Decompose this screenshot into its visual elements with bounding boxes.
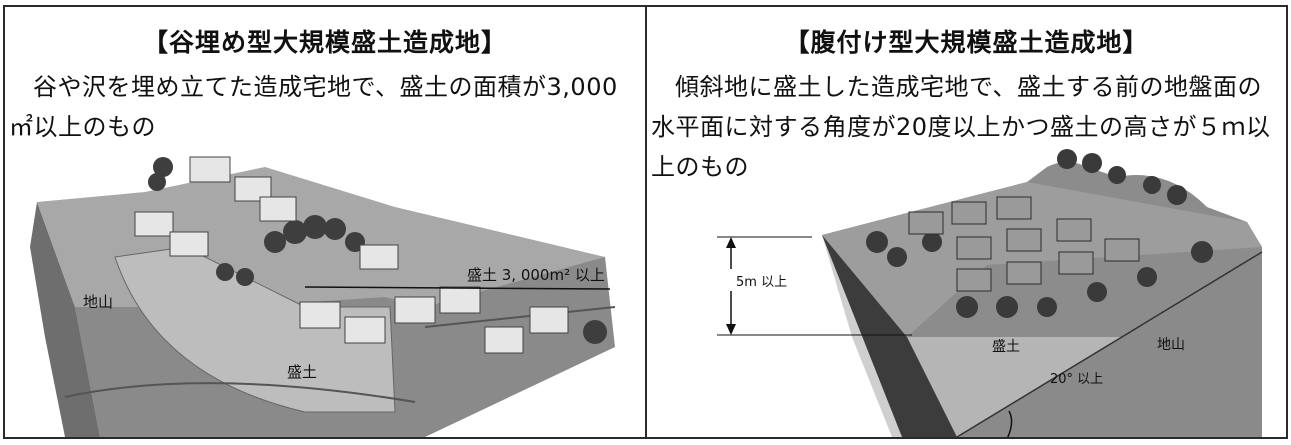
- angle-arc: [1007, 410, 1013, 437]
- original-slope-line: [956, 251, 1263, 437]
- strata-line: [64, 382, 416, 403]
- area-callout-line: [304, 286, 611, 290]
- jiyama-label: 地山: [83, 293, 113, 311]
- area-label: 盛土 3, 000m² 以上: [467, 266, 605, 284]
- houses: [908, 196, 1140, 292]
- trees: [866, 149, 1213, 318]
- side-fill-illustration: 5m 以上 盛土 地山 20° 以上: [709, 149, 1263, 437]
- morido-label: 盛土: [287, 363, 317, 381]
- shadow-face: [822, 235, 957, 437]
- valley-fill-illustration: 盛土 3, 000m² 以上 地山 盛土: [30, 156, 616, 437]
- side-fill-panel: 【腹付け型大規模盛土造成地】 傾斜地に盛土した造成宅地で、盛土する前の地盤面の水…: [645, 5, 1288, 439]
- side-fill-description: 傾斜地に盛土した造成宅地で、盛土する前の地盤面の水平面に対する角度が20度以上か…: [651, 73, 1271, 181]
- valley-fill-panel: 【谷埋め型大規模盛土造成地】 谷や沢を埋め立てた造成宅地で、盛土の面積が3,00…: [3, 5, 647, 439]
- morido-label: 盛土: [992, 339, 1020, 355]
- height-label: 5m 以上: [736, 275, 787, 290]
- fill-slope-face: [907, 252, 1262, 437]
- height-arrow-head-up: [726, 237, 736, 248]
- jiyama-label: 地山: [1157, 337, 1185, 353]
- height-arrow-head-down: [726, 324, 736, 335]
- trees: [148, 157, 607, 344]
- fill-region: [114, 246, 396, 413]
- strata-line: [424, 306, 616, 328]
- side-fill-title: 【腹付け型大規模盛土造成地】: [784, 28, 1149, 57]
- valley-fill-title: 【谷埋め型大規模盛土造成地】: [142, 28, 507, 57]
- ground-block-side: [30, 202, 100, 437]
- valley-fill-description: 谷や沢を埋め立てた造成宅地で、盛土の面積が3,000㎡以上のもの: [9, 73, 618, 141]
- angle-label: 20° 以上: [1050, 372, 1103, 387]
- houses: [134, 156, 569, 354]
